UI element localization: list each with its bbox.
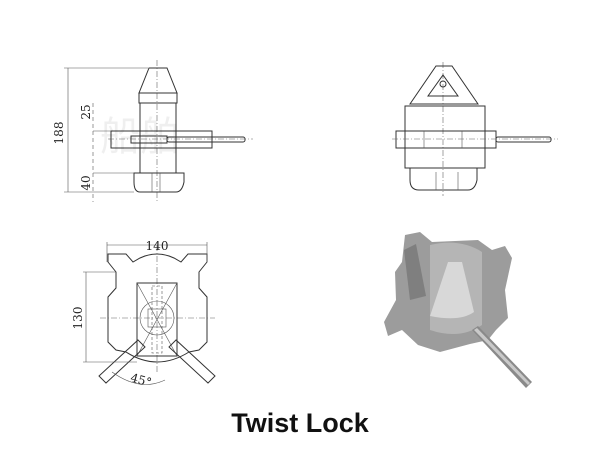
side-view-right bbox=[392, 62, 558, 196]
dim-25: 25 bbox=[79, 104, 93, 119]
dim-140: 140 bbox=[146, 239, 169, 253]
watermark: 船舶 bbox=[100, 114, 180, 160]
dim-40: 40 bbox=[79, 175, 93, 190]
plan-view: 140 130 45° bbox=[71, 239, 216, 390]
dim-188: 188 bbox=[52, 122, 66, 145]
caption: Twist Lock bbox=[231, 408, 369, 438]
twist-lock-photo bbox=[384, 232, 532, 388]
dim-45-degrees: 45° bbox=[129, 371, 153, 390]
dim-130: 130 bbox=[71, 307, 85, 330]
front-view-left: 188 25 40 船舶 bbox=[52, 60, 253, 202]
